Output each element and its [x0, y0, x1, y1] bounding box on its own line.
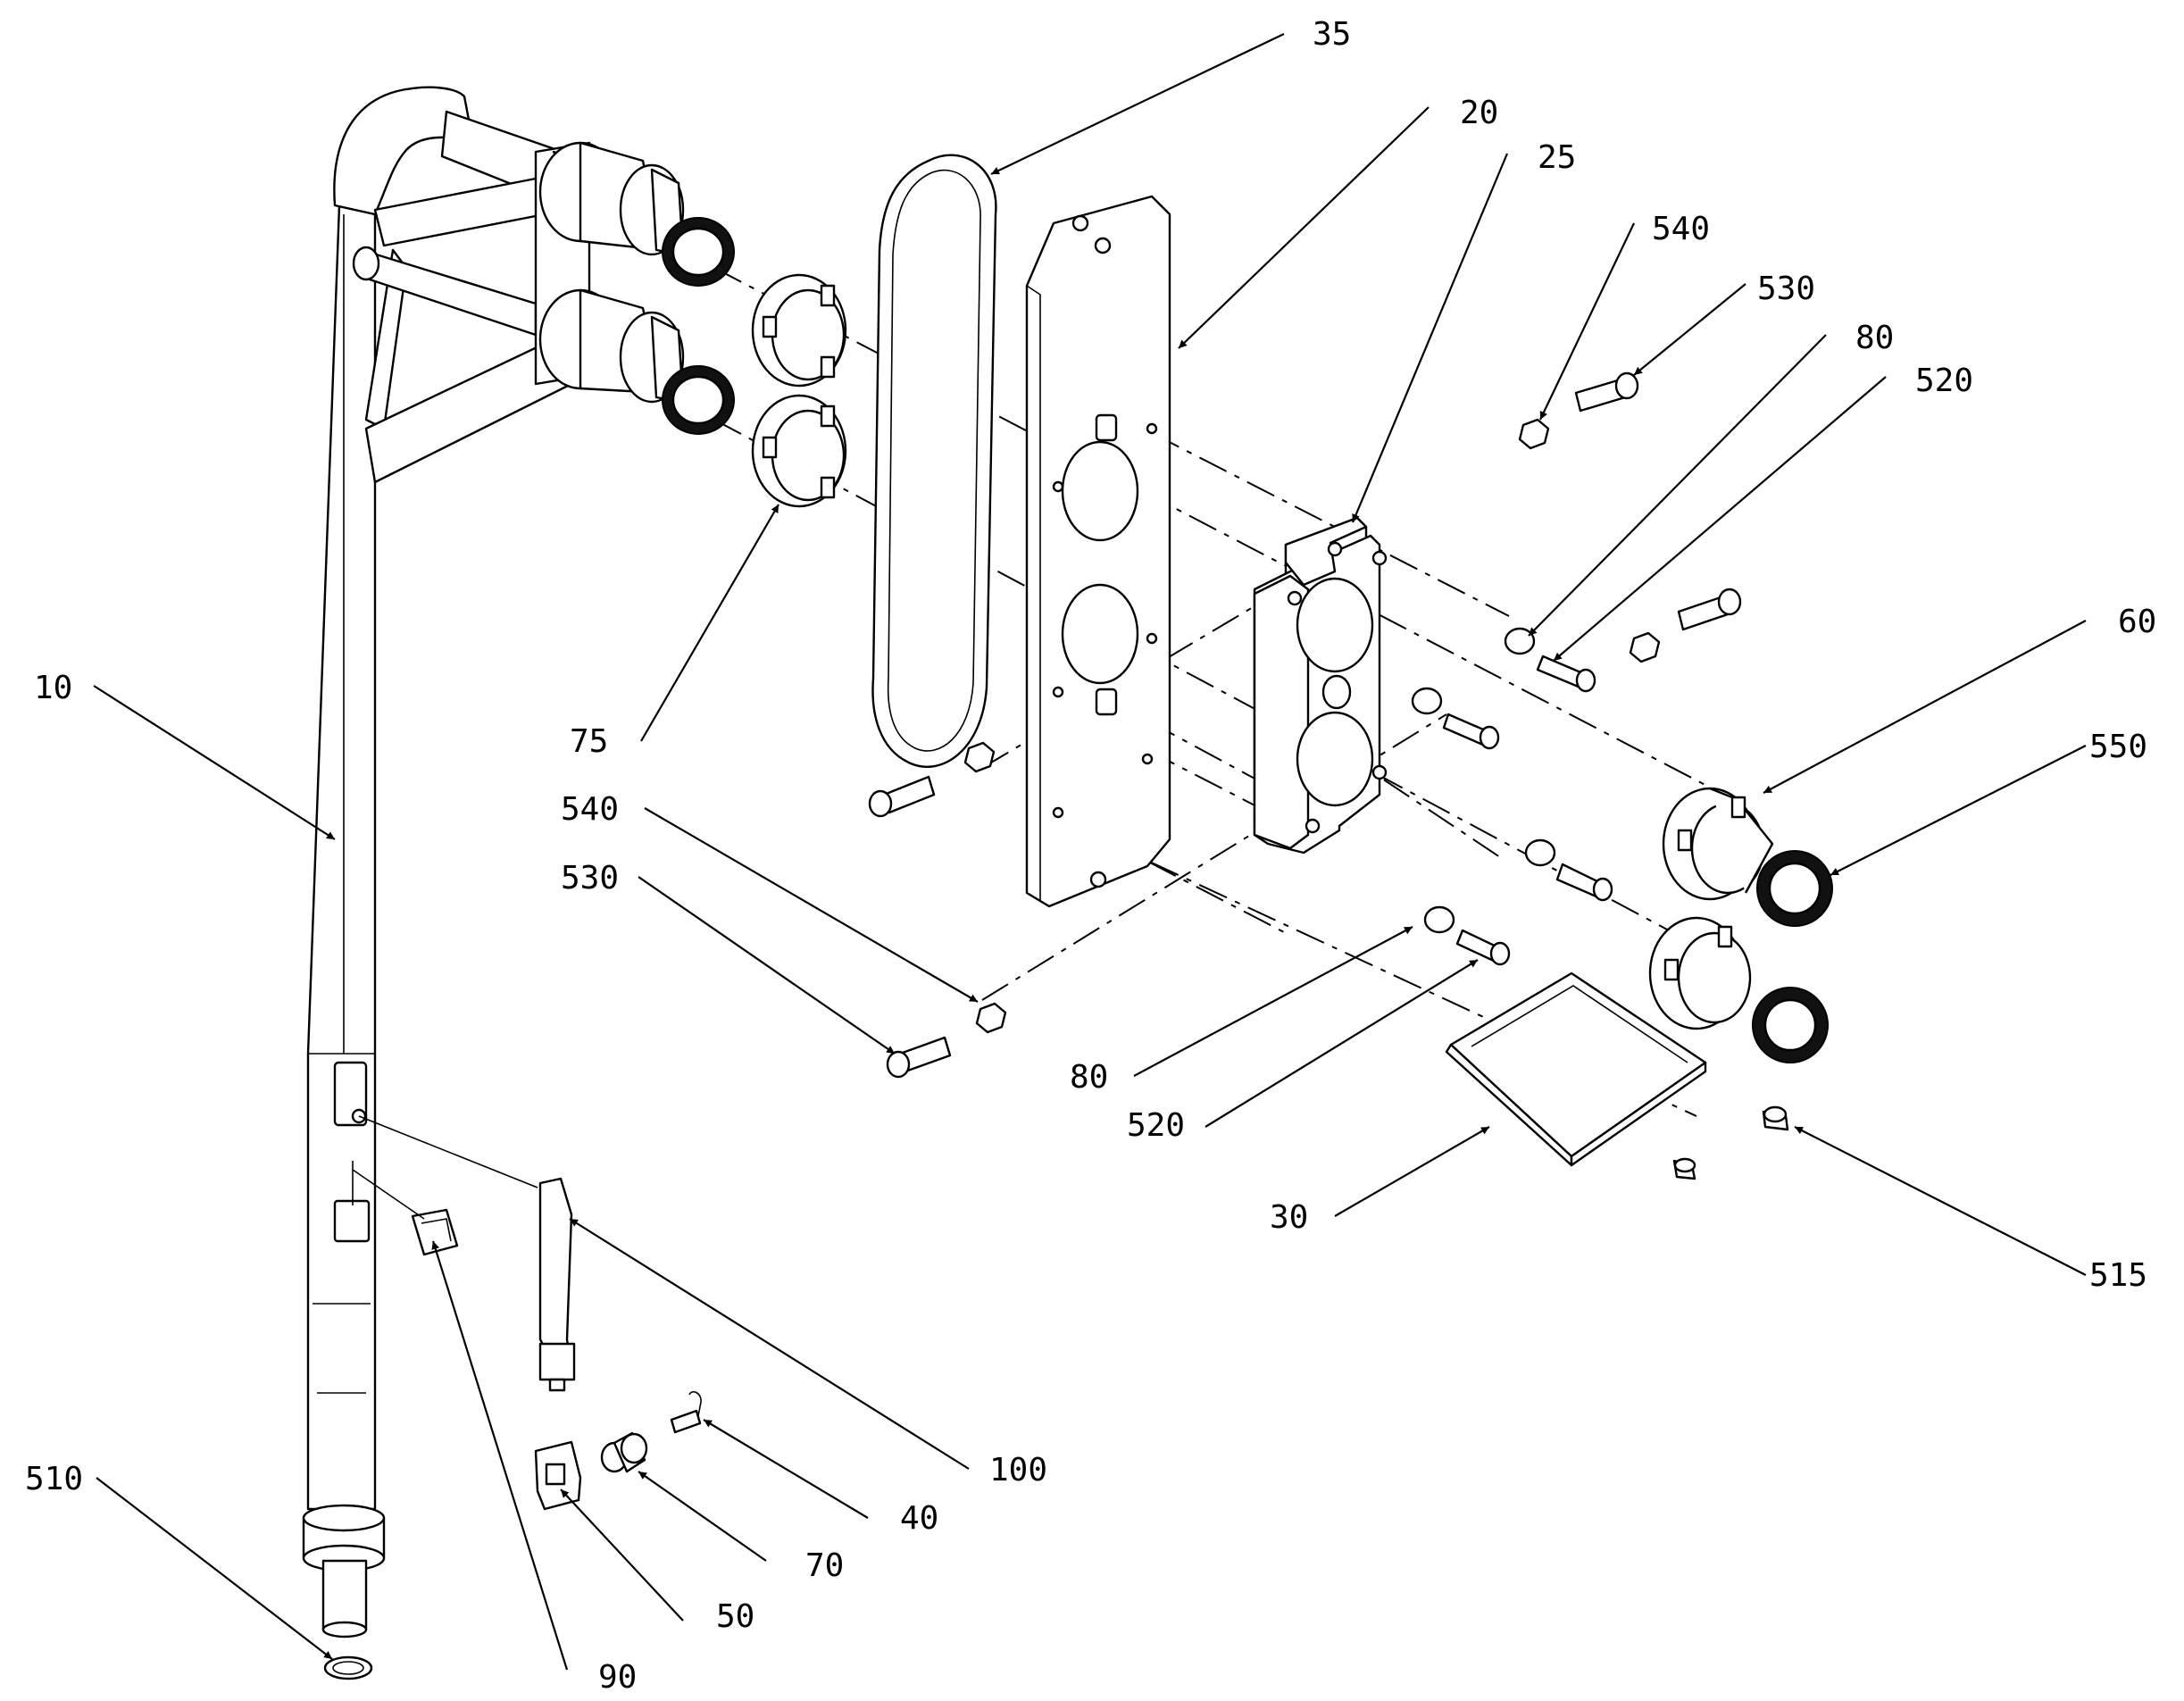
label-10: 10	[34, 670, 72, 706]
label-50: 50	[716, 1598, 754, 1635]
lock-nut-75-upper	[751, 273, 847, 388]
spring-pin-40	[670, 1391, 702, 1434]
callout-labels: 35 20 25 540 530 80 520 60 550 515 30 52…	[25, 16, 2156, 1696]
label-35: 35	[1313, 16, 1351, 53]
lower-roller	[538, 288, 735, 435]
label-90: 90	[598, 1659, 637, 1696]
clip-90	[411, 1208, 459, 1256]
lock-nut-60-lower	[1648, 916, 1752, 1030]
label-520-lower: 520	[1127, 1107, 1185, 1144]
seal-550-lower	[1752, 987, 1829, 1063]
label-75: 75	[570, 723, 608, 760]
bracket-50	[534, 1440, 582, 1511]
upper-roller	[538, 141, 735, 287]
label-530-lower: 530	[561, 860, 619, 896]
lever-arm-100	[538, 1177, 576, 1392]
label-540-upper: 540	[1652, 211, 1710, 247]
label-25: 25	[1538, 139, 1576, 176]
roller-70	[600, 1431, 648, 1473]
label-550: 550	[2089, 729, 2147, 765]
label-80-lower: 80	[1070, 1059, 1108, 1096]
label-30: 30	[1270, 1199, 1308, 1236]
gasket-35	[871, 154, 997, 768]
lock-nut-75-lower	[751, 394, 847, 508]
label-100: 100	[989, 1452, 1047, 1488]
leader-lines	[93, 33, 2087, 1671]
seal-550-upper	[1756, 850, 1833, 927]
label-515: 515	[2089, 1257, 2147, 1294]
mounting-plate-20	[1025, 195, 1171, 908]
label-540-lower: 540	[561, 791, 619, 828]
label-80-upper: 80	[1855, 320, 1894, 356]
label-520-upper: 520	[1915, 363, 1973, 399]
label-20: 20	[1460, 95, 1498, 131]
fasteners	[868, 371, 1789, 1180]
spacer-block-25	[1253, 516, 1388, 855]
label-510: 510	[25, 1461, 83, 1497]
label-60: 60	[2118, 604, 2156, 640]
label-40: 40	[900, 1500, 938, 1537]
o-ring-510	[323, 1655, 373, 1680]
label-70: 70	[805, 1547, 844, 1584]
label-530-upper: 530	[1757, 271, 1815, 307]
lock-nut-60-upper	[1662, 787, 1774, 901]
drip-tray-30	[1445, 971, 1707, 1167]
